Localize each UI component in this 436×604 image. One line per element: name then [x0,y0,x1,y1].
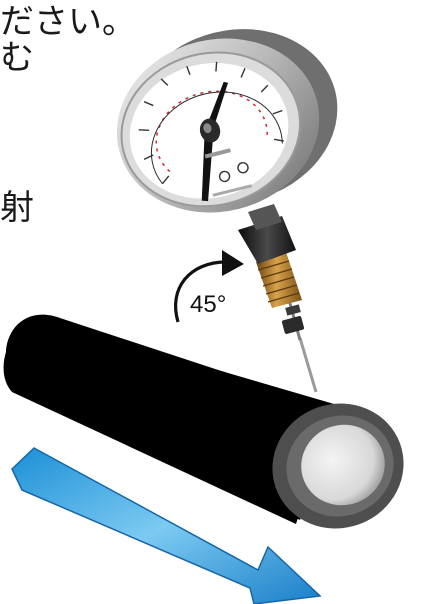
text-fragment-line-2: む [0,38,34,78]
brass-fitting [238,204,302,308]
angle-label: 45° [190,291,226,318]
text-fragment-line-3: 射 [0,188,34,228]
pipe [3,314,404,529]
hex-nut [238,216,296,264]
rotation-arrowhead [222,250,244,276]
pressure-gauge [116,29,338,213]
text-fragment-line-1: ださい。 [0,2,136,42]
pipe-body [3,318,334,524]
flow-direction-arrow-icon [11,447,322,604]
gauge-needle [201,129,214,202]
pipe-end-opening [301,424,385,506]
rotation-curved-arrow-icon [174,260,227,323]
gauge-red-scale [155,90,268,173]
probe-needle [281,295,318,393]
